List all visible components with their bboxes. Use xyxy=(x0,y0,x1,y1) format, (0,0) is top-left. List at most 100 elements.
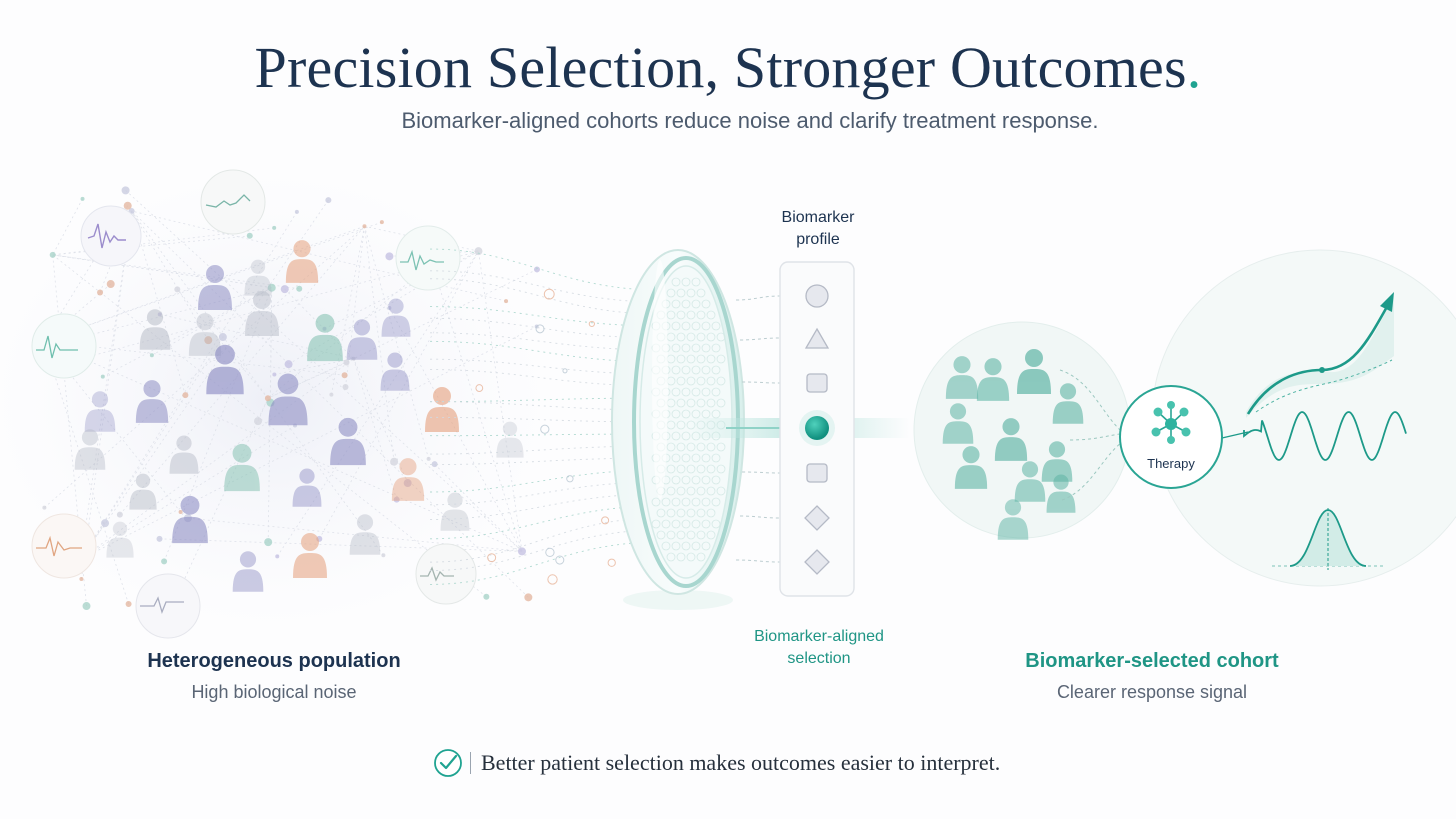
selection-label-line1: Biomarker-aligned xyxy=(754,628,884,645)
network-node xyxy=(387,305,392,310)
network-node xyxy=(121,186,130,195)
person-icon xyxy=(391,458,425,501)
network-node xyxy=(116,511,123,518)
network-node xyxy=(343,359,350,366)
flow-particle xyxy=(555,555,565,565)
cohort-person-icon xyxy=(994,418,1028,461)
person-icon xyxy=(106,521,134,558)
cohort-person-icon xyxy=(945,356,979,399)
cohort-person-icon xyxy=(942,403,974,444)
flow-particle xyxy=(547,574,558,585)
person-icon xyxy=(188,313,222,356)
waveform-bubble xyxy=(31,513,97,579)
network-node xyxy=(218,333,227,342)
network-node xyxy=(272,225,277,230)
network-node xyxy=(362,224,367,229)
person-icon xyxy=(224,443,260,492)
flow-particle xyxy=(487,553,497,563)
cohort-label: Biomarker-selected cohort xyxy=(1025,650,1279,672)
selection-label-line2: selection xyxy=(787,650,851,667)
person-icon xyxy=(245,291,279,336)
person-icon xyxy=(244,259,272,296)
molecule-icon xyxy=(1151,401,1191,444)
network-node xyxy=(82,602,91,611)
network-node xyxy=(125,600,132,607)
network-node xyxy=(49,251,56,258)
profile-label-line2: profile xyxy=(796,231,840,248)
waveform-bubble xyxy=(135,573,201,639)
diamond-icon xyxy=(804,505,830,531)
network-node xyxy=(156,535,163,542)
flow-particle xyxy=(607,558,616,567)
person-icon xyxy=(232,551,264,592)
network-node xyxy=(474,247,483,256)
network-node xyxy=(106,280,115,289)
network-node xyxy=(275,554,280,559)
network-node xyxy=(533,266,540,273)
network-node xyxy=(97,289,104,296)
person-icon xyxy=(285,240,319,283)
network-node xyxy=(390,457,399,466)
cohort-sublabel: Clearer response signal xyxy=(1056,682,1248,702)
cohort-person-icon xyxy=(1052,383,1084,424)
network-node xyxy=(267,283,276,292)
network-node xyxy=(294,209,299,214)
network-node xyxy=(149,353,154,358)
flow-particle xyxy=(562,368,568,374)
person-icon xyxy=(169,435,199,474)
person-icon xyxy=(74,429,106,470)
network-node xyxy=(393,496,400,503)
selection-label: Biomarker-aligned selection xyxy=(734,626,904,670)
person-icon xyxy=(346,319,378,360)
network-node xyxy=(161,558,168,565)
network-node xyxy=(341,372,348,379)
population-label: Heterogeneous population xyxy=(147,650,401,672)
person-icon xyxy=(440,492,470,531)
waveform-bubble xyxy=(395,225,461,291)
population-people xyxy=(74,240,524,592)
person-icon xyxy=(84,391,116,432)
square-icon xyxy=(806,373,828,393)
cohort-person-icon xyxy=(954,446,988,489)
network-node xyxy=(264,395,271,402)
lens-connectors xyxy=(735,295,781,563)
triangle-icon xyxy=(804,327,830,349)
cohort-person-icon xyxy=(1017,349,1051,394)
footer-separator xyxy=(470,752,471,774)
title-accent-dot: . xyxy=(1186,35,1202,100)
network-node xyxy=(431,461,438,468)
response-wave xyxy=(1243,411,1407,461)
network-node xyxy=(325,197,332,204)
network-node xyxy=(351,356,356,361)
waveform-bubble xyxy=(200,169,266,235)
flow-particle xyxy=(566,475,574,483)
network-node xyxy=(79,577,84,582)
flow-particle xyxy=(545,547,555,558)
cohort-person-icon xyxy=(1014,461,1046,502)
network-node xyxy=(517,547,526,556)
flow-particle xyxy=(601,516,610,525)
network-node xyxy=(174,286,181,293)
network-node xyxy=(42,505,47,510)
person-icon xyxy=(307,313,343,362)
network-node xyxy=(524,593,533,602)
person-icon xyxy=(293,533,327,578)
page-title: Precision Selection, Stronger Outcomes. xyxy=(254,35,1202,100)
therapy-label: Therapy xyxy=(1147,456,1195,471)
check-icon xyxy=(434,749,462,777)
page-subtitle: Biomarker-aligned cohorts reduce noise a… xyxy=(401,108,1099,133)
flow-particle xyxy=(540,424,550,434)
network-node xyxy=(123,201,132,210)
filter-lens xyxy=(611,249,745,610)
biomarker-profile-label: Biomarker profile xyxy=(758,207,878,251)
response-distribution xyxy=(1272,508,1384,570)
network-node xyxy=(381,553,386,558)
waveform-bubble xyxy=(415,543,477,605)
person-icon xyxy=(381,298,411,337)
person-icon xyxy=(198,265,232,310)
person-icon xyxy=(129,473,157,510)
cohort-connectors xyxy=(1059,369,1123,501)
person-icon xyxy=(139,309,171,350)
cohort-people xyxy=(942,349,1084,540)
